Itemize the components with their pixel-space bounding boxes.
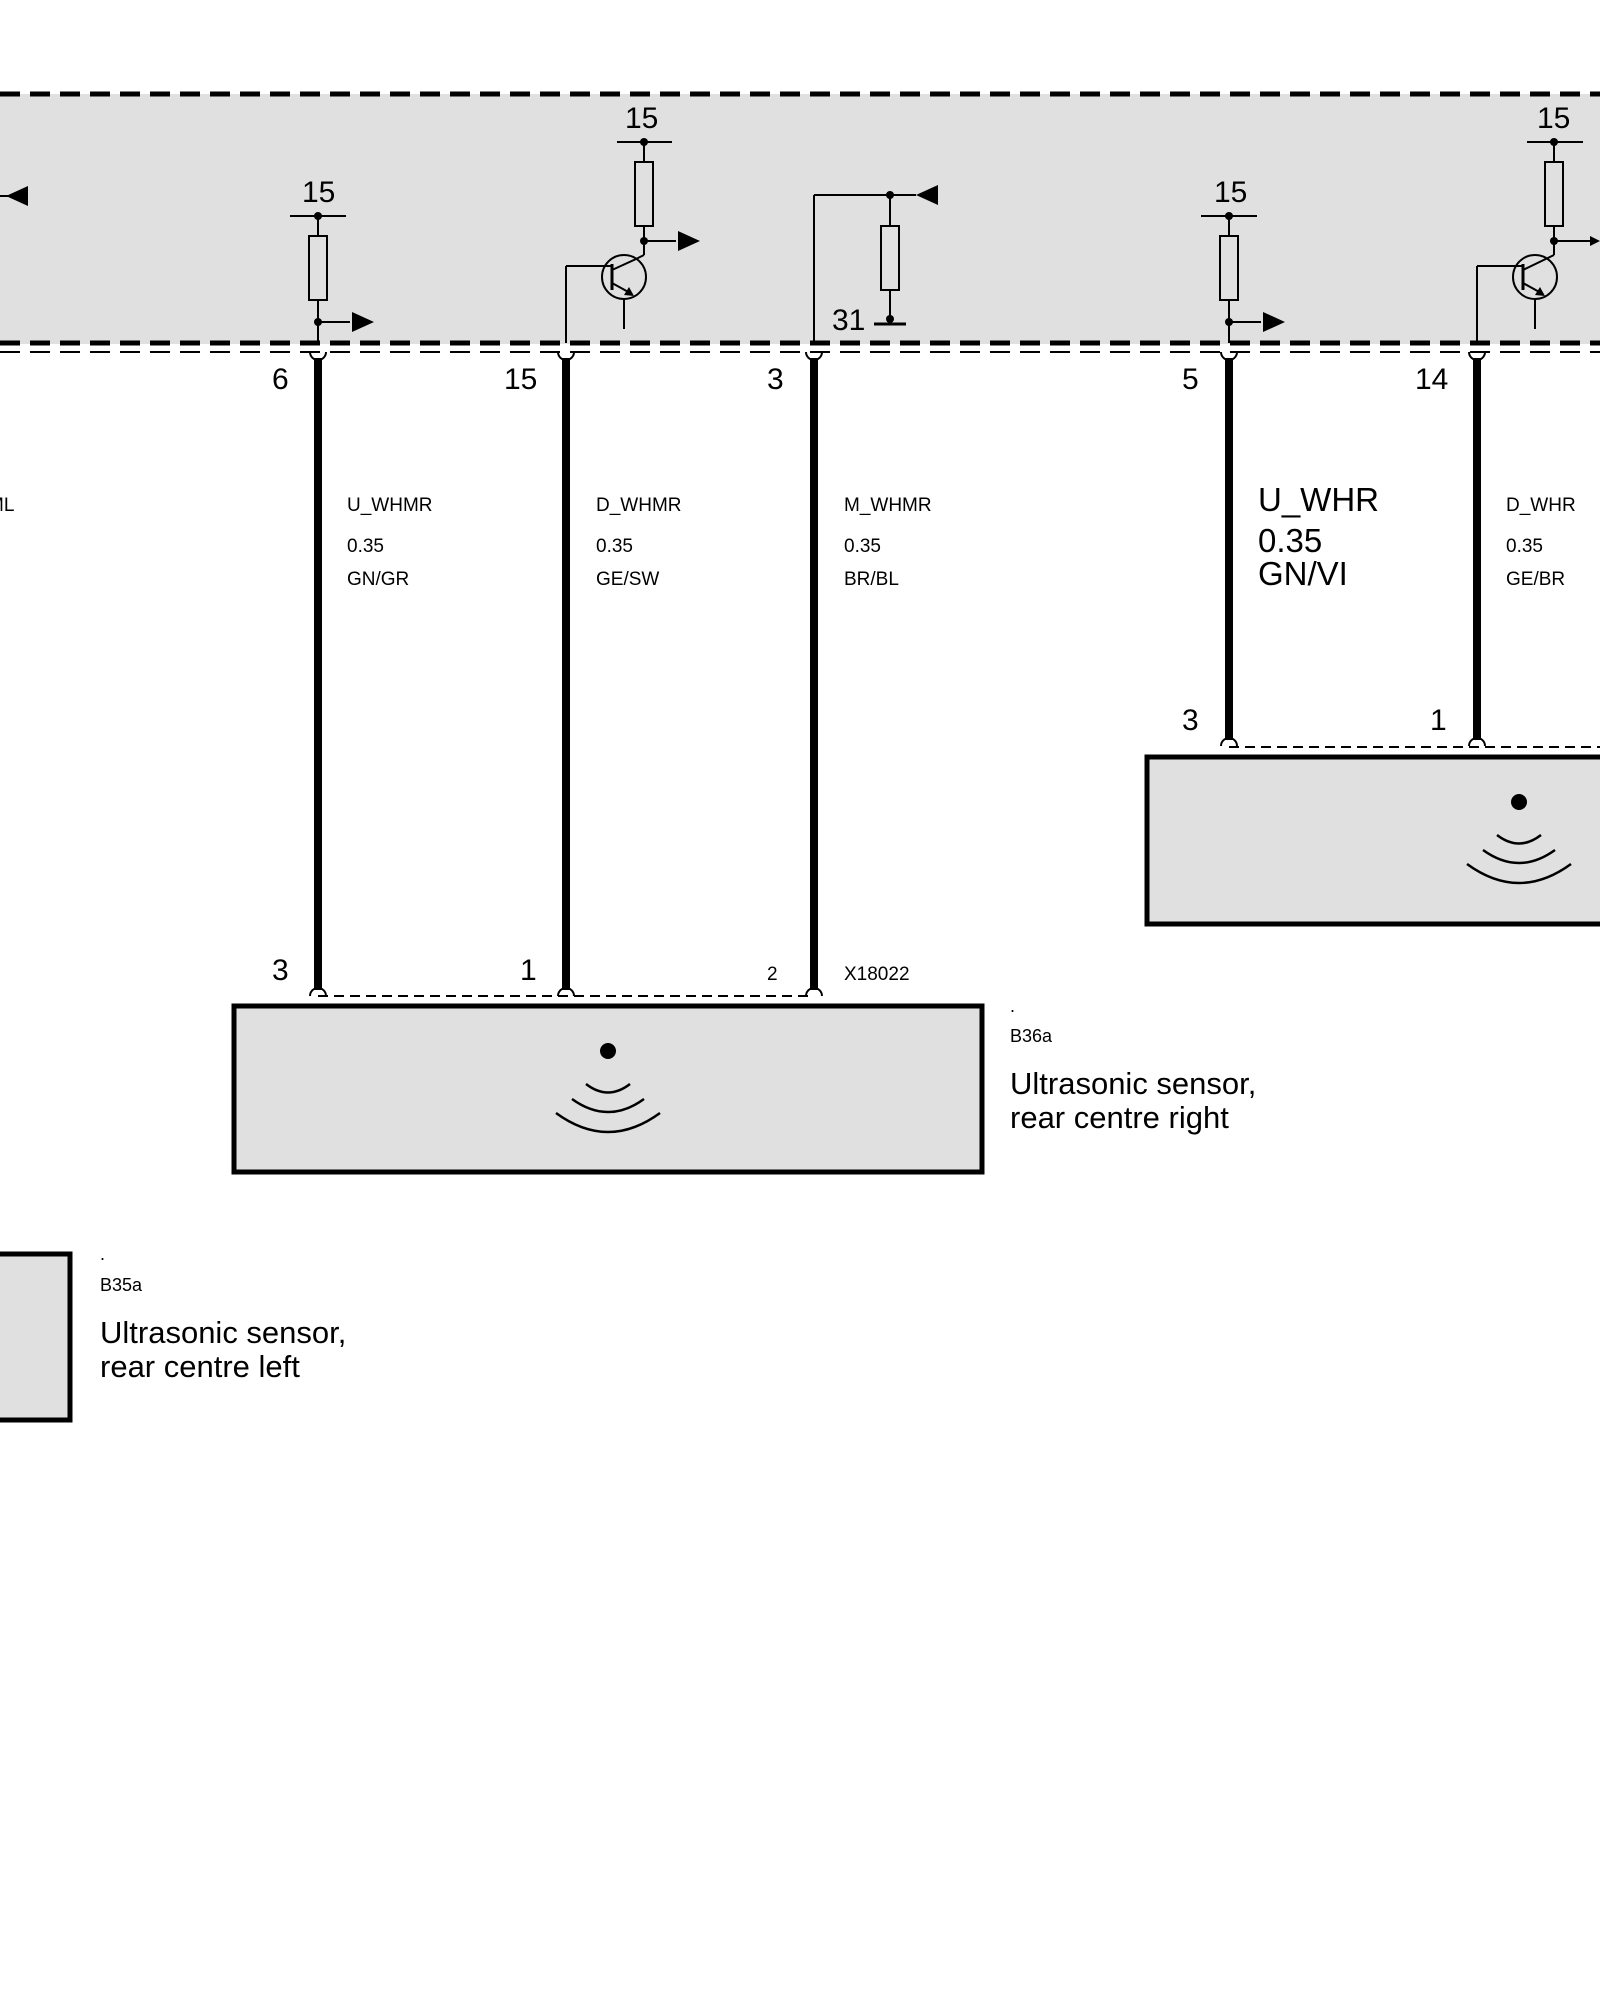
transistor-icon	[601, 254, 647, 329]
wire-color: BR/BL	[844, 569, 899, 590]
sensor-pin: 1	[520, 954, 537, 987]
arrow-icon	[1590, 236, 1600, 246]
partial-signal-label: ML	[0, 495, 14, 516]
wire-gauge: 0.35	[1258, 522, 1322, 559]
sensor-center-left: . B35a Ultrasonic sensor, rear centre le…	[0, 1244, 346, 1423]
arrow-icon	[352, 312, 374, 332]
arrow-icon	[678, 231, 700, 251]
sensor-pin: 3	[272, 954, 289, 987]
ecu-pin-labels: 6 15 3 5 14	[272, 363, 1448, 396]
ecu-pin: 15	[504, 363, 537, 396]
resistor-icon	[1219, 235, 1239, 301]
wires	[314, 358, 1481, 990]
wire-color: GE/BR	[1506, 569, 1565, 590]
device-name-line2: rear centre left	[100, 1349, 300, 1384]
ecu-pin: 14	[1415, 363, 1448, 396]
wire-signal: D_WHR	[1506, 495, 1576, 516]
ecu-pin: 5	[1182, 363, 1199, 396]
pullup-transistor-middle: 15	[565, 102, 700, 343]
device-id: B36a	[1010, 1026, 1053, 1046]
supply-label-middle: 15	[625, 102, 658, 135]
ultrasonic-wave-icon	[1466, 794, 1572, 885]
wire-gauge: 0.35	[596, 536, 633, 557]
supply-label-left: 15	[302, 176, 335, 209]
ground-label: 31	[832, 304, 865, 337]
device-name-line2: rear centre right	[1010, 1100, 1229, 1135]
ecu-pin: 6	[272, 363, 289, 396]
sensor-right: 3 1	[1144, 704, 1600, 927]
wire-color: GN/GR	[347, 569, 409, 590]
arrow-icon	[1263, 312, 1285, 332]
sensor-center-right: 3 1 2 X18022 . B36a Ultrasonic sensor, r…	[231, 954, 1256, 1175]
resistor-icon	[880, 225, 900, 291]
pullup-resistor-right: 15	[1201, 176, 1285, 343]
arrow-icon	[916, 185, 938, 205]
device-dot: .	[100, 1244, 105, 1264]
wire-signal: M_WHMR	[844, 495, 932, 516]
sensor-pin: 3	[1182, 704, 1199, 737]
wire-gauge: 0.35	[347, 536, 384, 557]
sensor-pin: 2	[767, 964, 778, 985]
wire-gauge: 0.35	[844, 536, 881, 557]
resistor-icon	[634, 161, 654, 227]
resistor-icon	[308, 235, 328, 301]
ultrasonic-wave-icon	[555, 1043, 661, 1134]
wire-labels: ML U_WHMR 0.35 GN/GR D_WHMR 0.35 GE/SW M…	[0, 481, 1576, 592]
supply-label-right-a: 15	[1214, 176, 1247, 209]
pulldown-ground: 31	[813, 185, 938, 343]
device-name-line1: Ultrasonic sensor,	[1010, 1066, 1256, 1101]
wire-color: GN/VI	[1258, 555, 1348, 592]
device-dot: .	[1010, 996, 1015, 1016]
wire-gauge: 0.35	[1506, 536, 1543, 557]
device-name-line1: Ultrasonic sensor,	[100, 1315, 346, 1350]
wire-color: GE/SW	[596, 569, 659, 590]
transistor-icon	[1512, 254, 1558, 329]
control-unit	[0, 91, 1600, 353]
sensor-pin: 1	[1430, 704, 1447, 737]
pullup-resistor-left: 15	[290, 176, 374, 343]
wire-signal: U_WHR	[1258, 481, 1379, 518]
device-id: B35a	[100, 1275, 143, 1295]
ecu-pin: 3	[767, 363, 784, 396]
arrow-icon	[0, 186, 28, 206]
resistor-icon	[1544, 161, 1564, 227]
wire-signal: D_WHMR	[596, 495, 682, 516]
connector-label: X18022	[844, 964, 910, 985]
pullup-transistor-right: 15	[1476, 102, 1600, 343]
supply-label-right-b: 15	[1537, 102, 1570, 135]
wire-signal: U_WHMR	[347, 495, 433, 516]
